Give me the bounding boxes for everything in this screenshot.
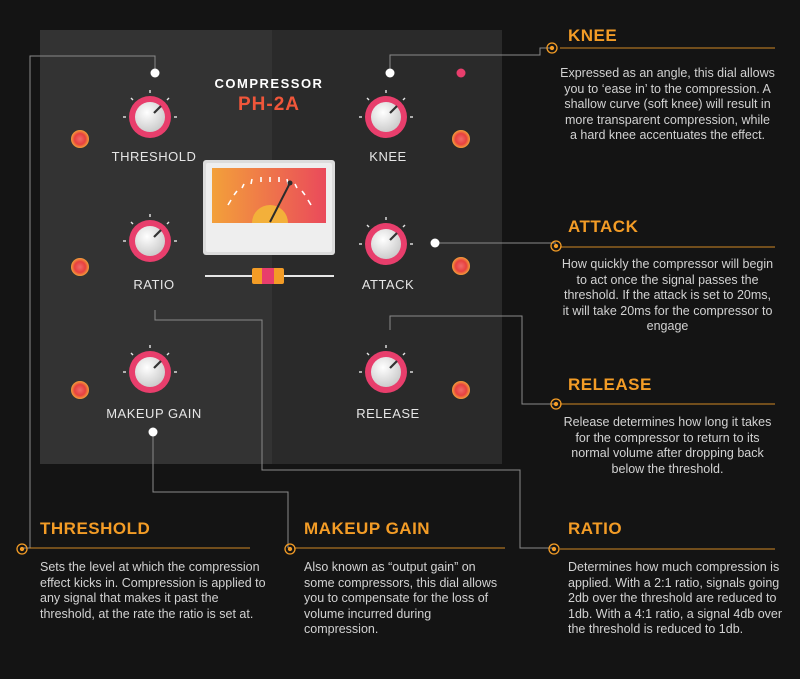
attack-knob-label: ATTACK bbox=[361, 277, 415, 292]
side-button[interactable] bbox=[452, 257, 470, 275]
target-icon-threshold bbox=[16, 543, 28, 555]
heading-underlines bbox=[30, 47, 775, 550]
ratio-description: Determines how much compression is appli… bbox=[568, 560, 783, 636]
makeup-gain-description: Also known as “output gain” on some comp… bbox=[304, 560, 498, 636]
ratio-knob-label: RATIO bbox=[133, 277, 175, 292]
target-icon-makeup-gain bbox=[284, 543, 296, 555]
side-button[interactable] bbox=[71, 130, 89, 148]
side-button[interactable] bbox=[71, 258, 89, 276]
target-icon-knee bbox=[546, 42, 558, 54]
side-buttons bbox=[71, 130, 470, 399]
attack-description: How quickly the compressor will begin to… bbox=[561, 257, 774, 333]
knobs bbox=[123, 90, 413, 393]
release-heading: RELEASE bbox=[568, 375, 652, 394]
knee-knob[interactable] bbox=[359, 90, 413, 138]
side-button[interactable] bbox=[452, 130, 470, 148]
makeup-gain-knob-label: MAKEUP GAIN bbox=[106, 406, 202, 421]
attack-knob[interactable] bbox=[359, 217, 413, 265]
device-model-name: PH-2A bbox=[237, 94, 300, 115]
connector-knee bbox=[389, 47, 554, 73]
target-icon-release bbox=[550, 398, 562, 410]
side-button[interactable] bbox=[452, 381, 470, 399]
meter-hub bbox=[252, 205, 288, 223]
makeup-gain-heading: MAKEUP GAIN bbox=[304, 519, 431, 538]
side-button[interactable] bbox=[71, 381, 89, 399]
knee-knob-label: KNEE bbox=[369, 149, 407, 164]
target-icon-attack bbox=[550, 240, 562, 252]
knee-description: Expressed as an angle, this dial allows … bbox=[560, 66, 775, 142]
threshold-knob[interactable] bbox=[123, 90, 177, 138]
device-brand-top: COMPRESSOR bbox=[214, 76, 324, 91]
release-knob[interactable] bbox=[359, 345, 413, 393]
threshold-description: Sets the level at which the compression … bbox=[40, 560, 266, 621]
knee-heading: KNEE bbox=[568, 26, 618, 45]
connector-ratio bbox=[154, 310, 554, 549]
connector-release bbox=[389, 315, 556, 405]
threshold-knob-label: THRESHOLD bbox=[111, 149, 197, 164]
target-icon-ratio bbox=[548, 543, 560, 555]
pointer-dots bbox=[148, 68, 440, 437]
ratio-heading: RATIO bbox=[568, 519, 623, 538]
vu-meter bbox=[203, 160, 335, 255]
slider[interactable] bbox=[205, 268, 334, 284]
release-description: Release determines how long it takes for… bbox=[563, 415, 772, 476]
connector-lines bbox=[22, 47, 556, 549]
target-markers bbox=[16, 42, 562, 555]
makeup-gain-knob[interactable] bbox=[123, 345, 177, 393]
ratio-knob[interactable] bbox=[123, 214, 177, 262]
connector-makeup-gain bbox=[152, 432, 289, 548]
meter-needle bbox=[269, 182, 291, 223]
power-led bbox=[456, 68, 466, 78]
meter-scale bbox=[227, 177, 312, 206]
threshold-heading: THRESHOLD bbox=[40, 519, 151, 538]
attack-heading: ATTACK bbox=[568, 217, 639, 236]
release-knob-label: RELEASE bbox=[356, 406, 420, 421]
